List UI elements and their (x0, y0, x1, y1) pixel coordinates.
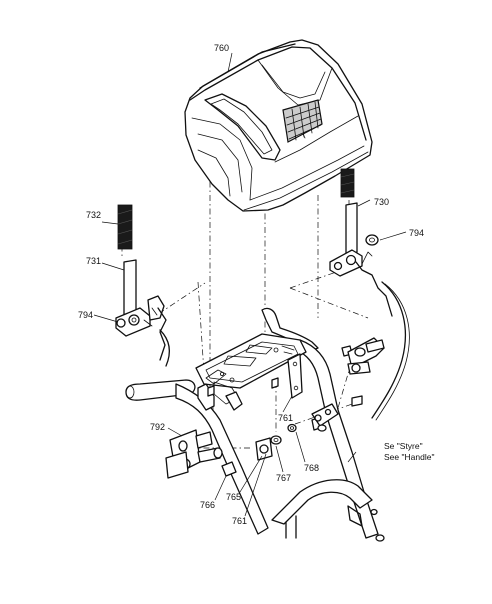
nut-794-right (365, 234, 379, 246)
decal-right (340, 168, 355, 198)
vent-grille (282, 99, 323, 143)
label-part-765: 765 (226, 492, 241, 502)
left-lever-bracket (115, 259, 167, 361)
label-bracket-761-lower: 761 (232, 516, 247, 526)
label-cover-760: 760 (214, 43, 229, 53)
label-part-768: 768 (304, 463, 319, 473)
upper-handle (125, 307, 385, 542)
right-lever-bracket (329, 202, 393, 317)
label-bracket-761-upper: 761 (278, 413, 293, 423)
control-cables (159, 281, 410, 421)
label-bracket-731: 731 (86, 256, 101, 266)
lower-lever-assembly (165, 429, 223, 479)
right-latch-assembly (347, 337, 385, 375)
label-decal-732: 732 (86, 210, 101, 220)
label-nut-794-right: 794 (409, 228, 424, 238)
part-labels: 760 730 794 732 731 794 792 761 768 767 … (78, 43, 424, 526)
label-lever-792: 792 (150, 422, 165, 432)
handle-reference-note: Se "Styre" See "Handle" (384, 441, 434, 462)
note-line-english: See "Handle" (384, 452, 434, 462)
leader-lines (93, 52, 407, 517)
lower-hardware (221, 423, 297, 477)
control-panel-cover (184, 39, 373, 212)
bracket-761-upper (287, 353, 303, 399)
note-line-swedish: Se "Styre" (384, 441, 423, 451)
label-part-767: 767 (276, 473, 291, 483)
bracket-761-lower-right (311, 403, 339, 432)
label-bracket-730: 730 (374, 197, 389, 207)
control-plate (195, 333, 307, 411)
label-nut-794-left: 794 (78, 310, 93, 320)
decal-left (117, 204, 133, 250)
label-part-766: 766 (200, 500, 215, 510)
